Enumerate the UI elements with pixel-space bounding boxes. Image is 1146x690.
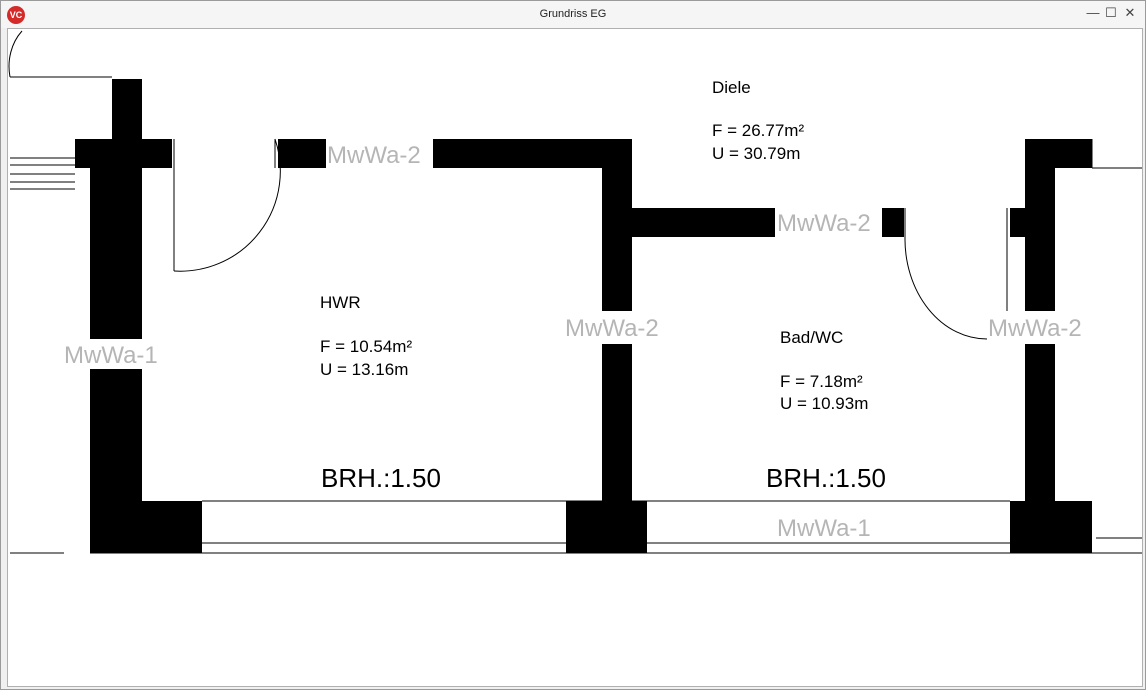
wall-label: MwWa-2 — [777, 210, 871, 237]
wall-label: MwWa-1 — [64, 342, 158, 369]
wall-label: MwWa-2 — [565, 315, 659, 342]
walls — [75, 79, 1092, 553]
wall-label: MwWa-1 — [777, 515, 871, 542]
floor-plan-canvas[interactable]: MwWa-2 MwWa-2 MwWa-2 MwWa-2 MwWa-1 MwWa-… — [7, 28, 1143, 687]
room-name-diele: Diele — [712, 78, 751, 97]
room-name-hwr: HWR — [320, 293, 361, 312]
app-logo-icon[interactable]: VC — [7, 6, 25, 24]
close-button[interactable]: ✕ — [1124, 5, 1136, 20]
room-perimeter-hwr: U = 13.16m — [320, 360, 408, 379]
room-area-diele: F = 26.77m² — [712, 121, 804, 140]
wall-label: MwWa-2 — [988, 315, 1082, 342]
window-title: Grundriss EG — [539, 8, 607, 20]
minimize-button[interactable]: — — [1086, 5, 1100, 20]
room-perimeter-diele: U = 30.79m — [712, 144, 800, 163]
room-name-bad-wc: Bad/WC — [780, 328, 843, 347]
floor-plan-drawing[interactable]: MwWa-2 MwWa-2 MwWa-2 MwWa-2 MwWa-1 MwWa-… — [8, 29, 1142, 686]
maximize-button[interactable]: ☐ — [1105, 5, 1117, 20]
room-perimeter-bad-wc: U = 10.93m — [780, 394, 868, 413]
parapet-height-label: BRH.:1.50 — [766, 463, 886, 493]
room-area-hwr: F = 10.54m² — [320, 337, 412, 356]
room-area-bad-wc: F = 7.18m² — [780, 372, 863, 391]
wall-label: MwWa-2 — [327, 142, 421, 169]
title-bar[interactable]: VC Grundriss EG — ☐ ✕ — [1, 1, 1145, 28]
thin-lines — [8, 30, 1142, 554]
parapet-height-label: BRH.:1.50 — [321, 463, 441, 493]
